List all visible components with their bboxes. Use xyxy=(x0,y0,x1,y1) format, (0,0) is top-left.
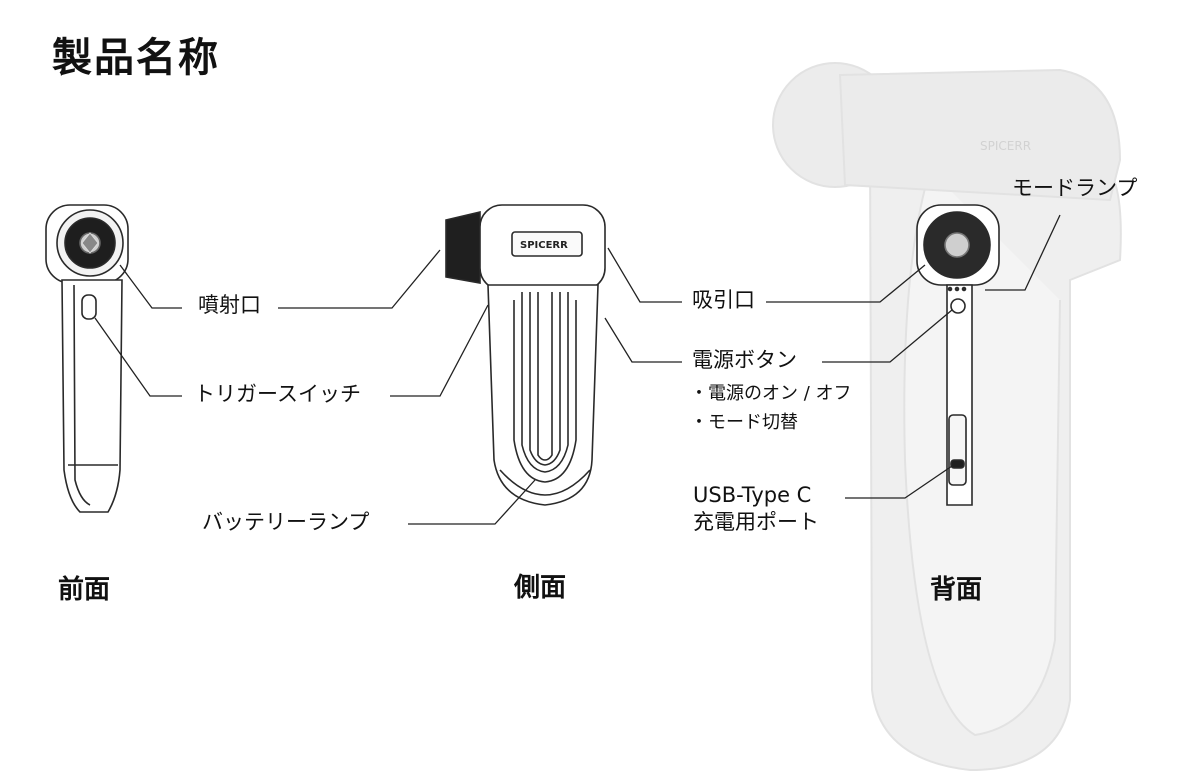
leader-intake-left xyxy=(607,247,682,303)
label-intake: 吸引口 xyxy=(692,288,755,312)
view-label-side: 側面 xyxy=(514,573,567,603)
label-usb-line1: USB-Type C xyxy=(693,483,812,507)
side-view-device: SPICERR xyxy=(445,204,606,506)
leader-usb xyxy=(845,465,953,499)
leader-trigger-front xyxy=(94,317,182,397)
label-trigger-switch: トリガースイッチ xyxy=(194,382,361,406)
power-detail-onoff: ・電源のオン / オフ xyxy=(690,383,852,404)
label-nozzle: 噴射口 xyxy=(198,293,261,317)
leader-battery xyxy=(408,479,536,525)
leader-power-left xyxy=(604,317,682,363)
view-label-back: 背面 xyxy=(930,575,983,605)
leader-intake-right xyxy=(766,264,926,303)
page-title: 製品名称 xyxy=(52,35,220,81)
leader-mode-lamp xyxy=(985,214,1061,291)
power-detail-mode: ・モード切替 xyxy=(690,412,798,433)
view-label-front: 前面 xyxy=(58,575,111,605)
leader-nozzle-front xyxy=(119,264,182,309)
back-brand-ghost: SPICERR xyxy=(980,139,1031,153)
back-view-device xyxy=(916,204,1000,506)
back-view-large-ghost: SPICERR xyxy=(772,62,1122,772)
label-usb-line2: 充電用ポート xyxy=(693,510,819,534)
label-mode-lamp: モードランプ xyxy=(1012,176,1138,200)
front-view-device xyxy=(45,204,129,513)
side-brand-mark: SPICERR xyxy=(520,240,568,251)
leader-trigger-side xyxy=(390,304,489,397)
label-battery-lamp: バッテリーランプ xyxy=(202,510,370,534)
leader-power-right xyxy=(822,309,953,363)
label-power-button: 電源ボタン xyxy=(692,348,797,372)
leader-lines xyxy=(94,214,1061,525)
leader-nozzle-side xyxy=(278,249,441,309)
